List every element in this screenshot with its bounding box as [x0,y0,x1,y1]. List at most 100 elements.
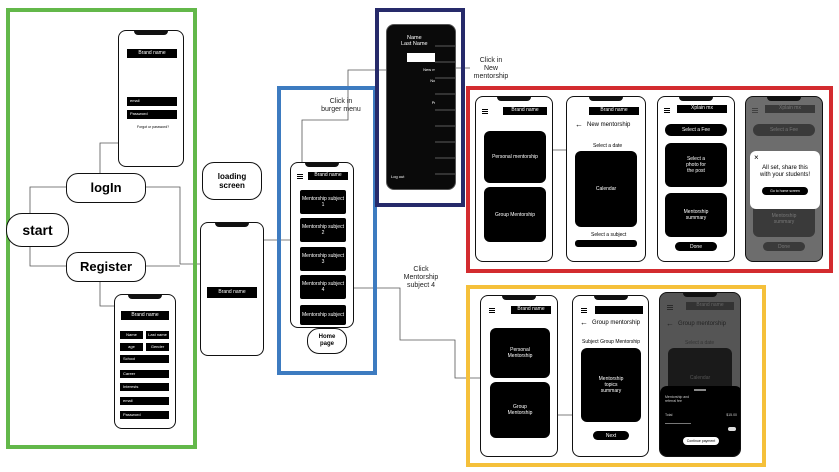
register-email-field[interactable]: email [120,397,169,405]
register-gender-field[interactable]: Gender [146,343,169,351]
loading-brand-bar: Brand name [207,287,257,298]
yellow-frame [466,285,766,467]
popup-close-icon[interactable]: × [754,153,759,162]
menu-user-name: Name Last Name [401,35,428,48]
forgot-password-link[interactable]: Forgot ur password? [137,125,170,129]
red4-burger-icon [752,108,758,113]
loading-screen: Brand name [200,222,264,356]
note-new-mentorship: Click in New mentorship [473,57,509,81]
register-screen: Brand name Name Last name age Gender Sch… [114,294,176,429]
red2-back-arrow-icon[interactable]: ← [575,120,583,129]
yellow2-burger-icon[interactable] [581,308,587,313]
line-burger-menu [301,69,388,174]
payment-sheet: Mentorship and referral fee Total $15.00… [660,386,740,456]
login-node[interactable]: logIn [66,173,146,203]
mentorship-subject-5[interactable]: Mentorship subject [300,305,346,325]
toggle-switch[interactable] [728,427,736,431]
loading-screen-node[interactable]: loading screen [202,162,262,200]
red4-brand-bar: Xplain mx [765,105,815,113]
mentorship-subject-2[interactable]: Mentorship subject 2 [300,218,346,242]
yellow3-brand-bar: Brand name [686,302,734,310]
mentorship-summary-card[interactable]: Mentorship summary [665,193,727,237]
yellow3-back-arrow-icon: ← [666,319,674,328]
mentorship-subject-4[interactable]: Mentorship subject 4 [300,275,346,299]
menu-logout[interactable]: Log out [391,174,405,179]
yellow3-burger-icon [667,305,673,310]
red2-title: New mentorship [587,122,631,128]
red4-done-button: Done [763,242,805,251]
red3-burger-icon[interactable] [664,108,670,113]
red1-burger-icon[interactable] [482,109,488,114]
group-mentorship-card[interactable]: Group Mentorship [484,187,546,242]
yellow2-brand-bar [595,306,643,314]
register-age-field[interactable]: age [120,343,143,351]
sheet-title: Mentorship and referral fee [665,395,690,404]
subject-group-label: Subject Group Mentorship [582,339,641,345]
register-node[interactable]: Register [66,252,146,282]
register-interests-field[interactable]: Interests [120,383,169,391]
card-selector[interactable] [665,420,691,424]
done-button[interactable]: Done [675,242,717,251]
yellow-group-card[interactable]: Group Mentorship [490,382,550,438]
sheet-total-label: Total [665,413,673,417]
red4-fee-button: Select a Fee [753,124,815,136]
mentorship-subject-1[interactable]: Mentorship subject 1 [300,190,346,214]
red-screen-new-mentorship: Brand name ← New mentorship Select a dat… [566,96,646,262]
red-screen-type: Brand name Personal mentorship Group Men… [475,96,553,262]
yellow-screen-group: ← Group mentorship Subject Group Mentors… [572,295,649,457]
blue-frame [277,86,377,375]
red-screen-confirmation: Xplain mx Select a Fee Mentorship summar… [745,96,823,262]
register-career-field[interactable]: Career [120,370,169,378]
select-fee-button[interactable]: Select a Fee [665,124,727,136]
yellow1-brand-bar: Brand name [511,306,551,314]
red-screen-fee: Xplain mx Select a Fee Select a photo fo… [657,96,735,262]
yellow3-title: Group mentorship [678,321,727,327]
yellow2-title: Group mentorship [592,320,641,326]
red3-brand-bar: Xplain mx [677,105,727,113]
start-node[interactable]: start [6,213,69,247]
topics-summary-card[interactable]: Mentorship topics summary [581,348,641,422]
line-start-register [29,246,66,267]
burger-menu-icon[interactable] [297,174,303,179]
register-password-field[interactable]: Password [120,411,169,419]
line-home-yellow [346,287,484,379]
login-password-field[interactable]: Password [127,110,177,119]
note-burger-menu: Click in burger menu [321,98,361,114]
yellow2-back-arrow-icon[interactable]: ← [580,318,588,327]
yellow-personal-card[interactable]: Personal Mentorship [490,328,550,378]
sheet-handle [694,389,706,391]
red2-brand-bar: Brand name [589,107,639,115]
select-photo-card[interactable]: Select a photo for the post [665,143,727,187]
yellow3-select-date: Select a date [685,340,715,346]
sheet-total-price: $15.00 [726,413,737,417]
line-register-screen [99,280,116,307]
note-mentorship-subject: Click Mentorship subject 4 [403,266,439,290]
yellow1-burger-icon[interactable] [489,308,495,313]
home-page-node[interactable]: Home page [307,328,347,354]
popup-message: All set, share this with your students! [760,165,811,178]
login-screen: Brand name email Password Forgot ur pass… [118,30,184,167]
register-name-field[interactable]: Name [120,331,143,339]
line-start-login [29,186,66,215]
login-brand-bar: Brand name [127,49,177,58]
personal-mentorship-card[interactable]: Personal mentorship [484,131,546,183]
next-button[interactable]: Next [593,431,629,440]
register-brand-bar: Brand name [121,311,169,320]
select-subject-field[interactable] [575,240,637,247]
home-screen: Brand name Mentorship subject 1 Mentorsh… [290,162,354,328]
menu-edge-strip [435,31,455,181]
menu-screen: Name Last Name Home New mentorship Notif… [386,24,456,190]
line-login-screen [99,142,118,173]
yellow-screen-payment: Brand name ← Group mentorship Select a d… [659,292,741,457]
calendar-card[interactable]: Calendar [575,151,637,227]
navy-frame [375,8,465,207]
yellow-screen-type: Brand name Personal Mentorship Group Men… [480,295,558,457]
register-school-field[interactable]: School [120,355,169,363]
continue-payment-button[interactable]: Continue payment [683,437,719,445]
red1-brand-bar: Brand name [503,107,547,115]
register-lastname-field[interactable]: Last name [146,331,169,339]
mentorship-subject-3[interactable]: Mentorship subject 3 [300,247,346,271]
go-home-button[interactable]: Go to home screen [762,187,808,195]
confirmation-popup: × All set, share this with your students… [750,151,820,209]
login-email-field[interactable]: email [127,97,177,106]
